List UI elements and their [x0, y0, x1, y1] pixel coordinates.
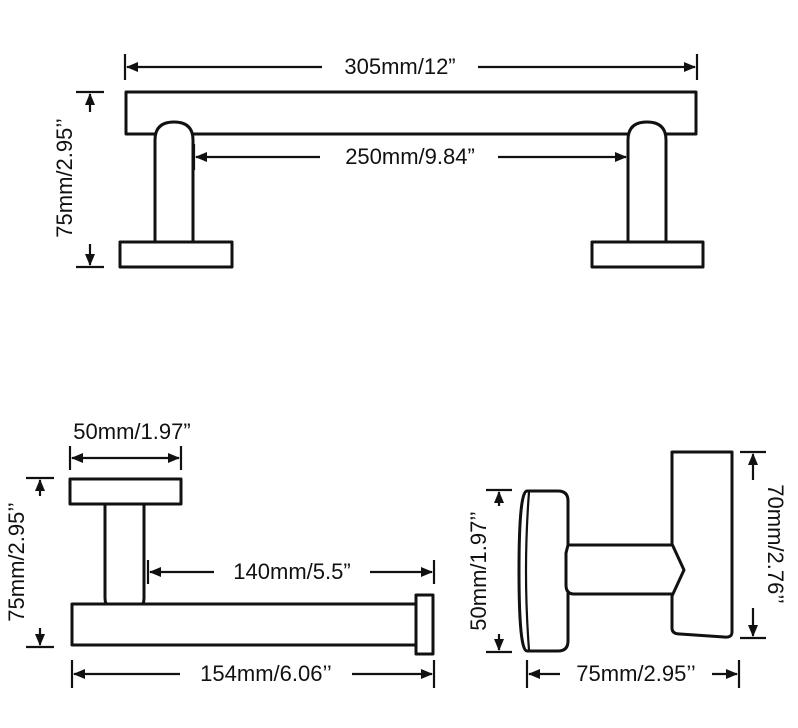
right-depth-label: 75mm/2.95’’ — [576, 661, 695, 686]
left-bar-length-label: 140mm/5.5” — [233, 559, 350, 584]
dim-top-overall: 305mm/12” — [123, 54, 699, 80]
towel-bar-right-base — [590, 240, 705, 269]
bracket-base-edge — [524, 491, 531, 651]
left-base-width-label: 50mm/1.97” — [73, 419, 190, 444]
dim-left-bar-length: 140mm/5.5” — [146, 559, 436, 584]
top-height-label: 75mm/2.95’’ — [52, 118, 77, 237]
paper-holder-post — [103, 501, 146, 615]
paper-holder-end-cap — [414, 593, 435, 656]
dim-right-plate-height: 70mm/2.76’’ — [740, 450, 788, 640]
right-plate-height-label: 70mm/2.76’’ — [763, 484, 788, 603]
paper-holder-wall-plate — [68, 477, 183, 506]
dim-left-height: 75mm/2.95’’ — [4, 476, 54, 649]
dim-right-depth: 75mm/2.95’’ — [525, 660, 741, 688]
right-base-height-label: 50mm/1.97’’ — [466, 511, 491, 630]
towel-bar-left-post — [153, 120, 195, 244]
paper-holder-arm — [70, 602, 418, 647]
left-height-label: 75mm/2.95’’ — [4, 502, 29, 621]
top-inner-length-label: 250mm/9.84” — [345, 144, 475, 169]
towel-bar-rail — [124, 90, 698, 136]
top-overall-length-label: 305mm/12” — [344, 54, 455, 79]
dim-right-base-height: 50mm/1.97’’ — [466, 488, 512, 654]
bracket-side-view — [517, 450, 734, 653]
dim-left-overall-length: 154mm/6.06’’ — [70, 660, 436, 688]
towel-bar-right-post — [626, 120, 668, 244]
dim-top-height: 75mm/2.95’’ — [52, 90, 104, 269]
towel-bar-left-base — [118, 240, 234, 269]
towel-bar-front-view — [118, 90, 705, 269]
left-overall-length-label: 154mm/6.06’’ — [200, 661, 332, 686]
dim-top-inner: 250mm/9.84” — [192, 144, 630, 170]
bracket-vertical-plate — [670, 450, 734, 639]
bracket-arm — [564, 543, 690, 596]
paper-holder-front-view — [68, 477, 435, 656]
bracket-round-base — [517, 489, 570, 653]
dim-left-base-width: 50mm/1.97” — [68, 419, 191, 470]
